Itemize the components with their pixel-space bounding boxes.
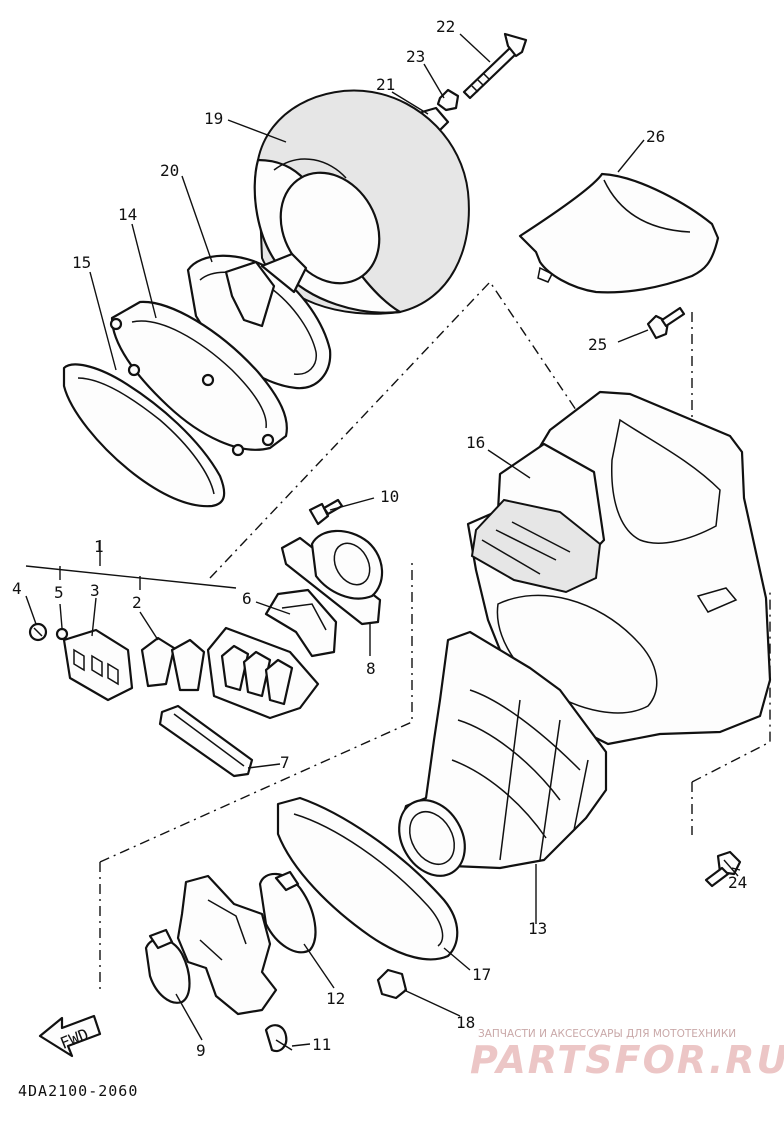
part-4-screw xyxy=(28,622,48,642)
part-5-washer xyxy=(55,627,69,641)
part-17-gasket xyxy=(276,796,459,961)
part-6-reed-stopper xyxy=(264,588,338,658)
part-7-gasket xyxy=(158,704,254,778)
callout-2: 2 xyxy=(132,593,142,612)
part-1-reed-block xyxy=(206,626,320,720)
part-22-bolt xyxy=(462,32,528,100)
part-11-clip xyxy=(264,1024,293,1053)
part-9-clamp xyxy=(144,928,191,1004)
callout-7: 7 xyxy=(280,753,290,772)
callout-4: 4 xyxy=(12,579,22,598)
callout-labels: 1 2 3 4 5 6 7 8 9 10 11 12 13 14 15 16 1… xyxy=(12,17,747,1060)
part-25-bolt xyxy=(646,306,686,340)
assembly-lines xyxy=(99,280,771,990)
callout-1: 1 xyxy=(94,537,104,556)
callout-9: 9 xyxy=(196,1041,206,1060)
part-12-clamp xyxy=(258,870,317,954)
part-16-air-box xyxy=(466,390,772,746)
part-26-side-cover xyxy=(518,172,720,294)
leader-lines xyxy=(25,33,741,1047)
callout-10: 10 xyxy=(380,487,399,506)
callout-19: 19 xyxy=(204,109,223,128)
diagram-code: 4DA2100-2060 xyxy=(18,1082,139,1100)
carburetor xyxy=(176,874,278,1016)
fwd-arrow-icon: FWD xyxy=(38,1014,102,1058)
callout-14: 14 xyxy=(118,205,137,224)
part-2-reed-petals xyxy=(140,636,206,692)
callout-13: 13 xyxy=(528,919,547,938)
watermark-logo: PARTSFOR.RU xyxy=(470,1038,784,1082)
part-3-reed-valve-plate xyxy=(62,628,134,702)
watermark-subtitle: ЗАПЧАСТИ И АКСЕССУАРЫ ДЛЯ МОТОТЕХНИКИ xyxy=(478,1028,737,1040)
callout-24: 24 xyxy=(728,873,747,892)
callout-26: 26 xyxy=(646,127,665,146)
callout-3: 3 xyxy=(90,581,100,600)
part-14-filter-holder xyxy=(109,300,288,457)
callout-22: 22 xyxy=(436,17,455,36)
callout-20: 20 xyxy=(160,161,179,180)
part-15-gasket xyxy=(62,363,226,508)
part-18-nut xyxy=(376,968,408,1000)
callout-12: 12 xyxy=(326,989,345,1008)
part-13-intake-boot xyxy=(398,630,608,877)
callout-6: 6 xyxy=(242,589,252,608)
callout-15: 15 xyxy=(72,253,91,272)
callout-11: 11 xyxy=(312,1035,331,1054)
callout-21: 21 xyxy=(376,75,395,94)
callout-18: 18 xyxy=(456,1013,475,1032)
callout-25: 25 xyxy=(588,335,607,354)
callout-17: 17 xyxy=(472,965,491,984)
callout-8: 8 xyxy=(366,659,376,678)
callout-5: 5 xyxy=(54,583,64,602)
part-10-bolt xyxy=(308,498,344,526)
callout-23: 23 xyxy=(406,47,425,66)
callout-16: 16 xyxy=(466,433,485,452)
part-8-carburetor-joint xyxy=(280,529,384,626)
